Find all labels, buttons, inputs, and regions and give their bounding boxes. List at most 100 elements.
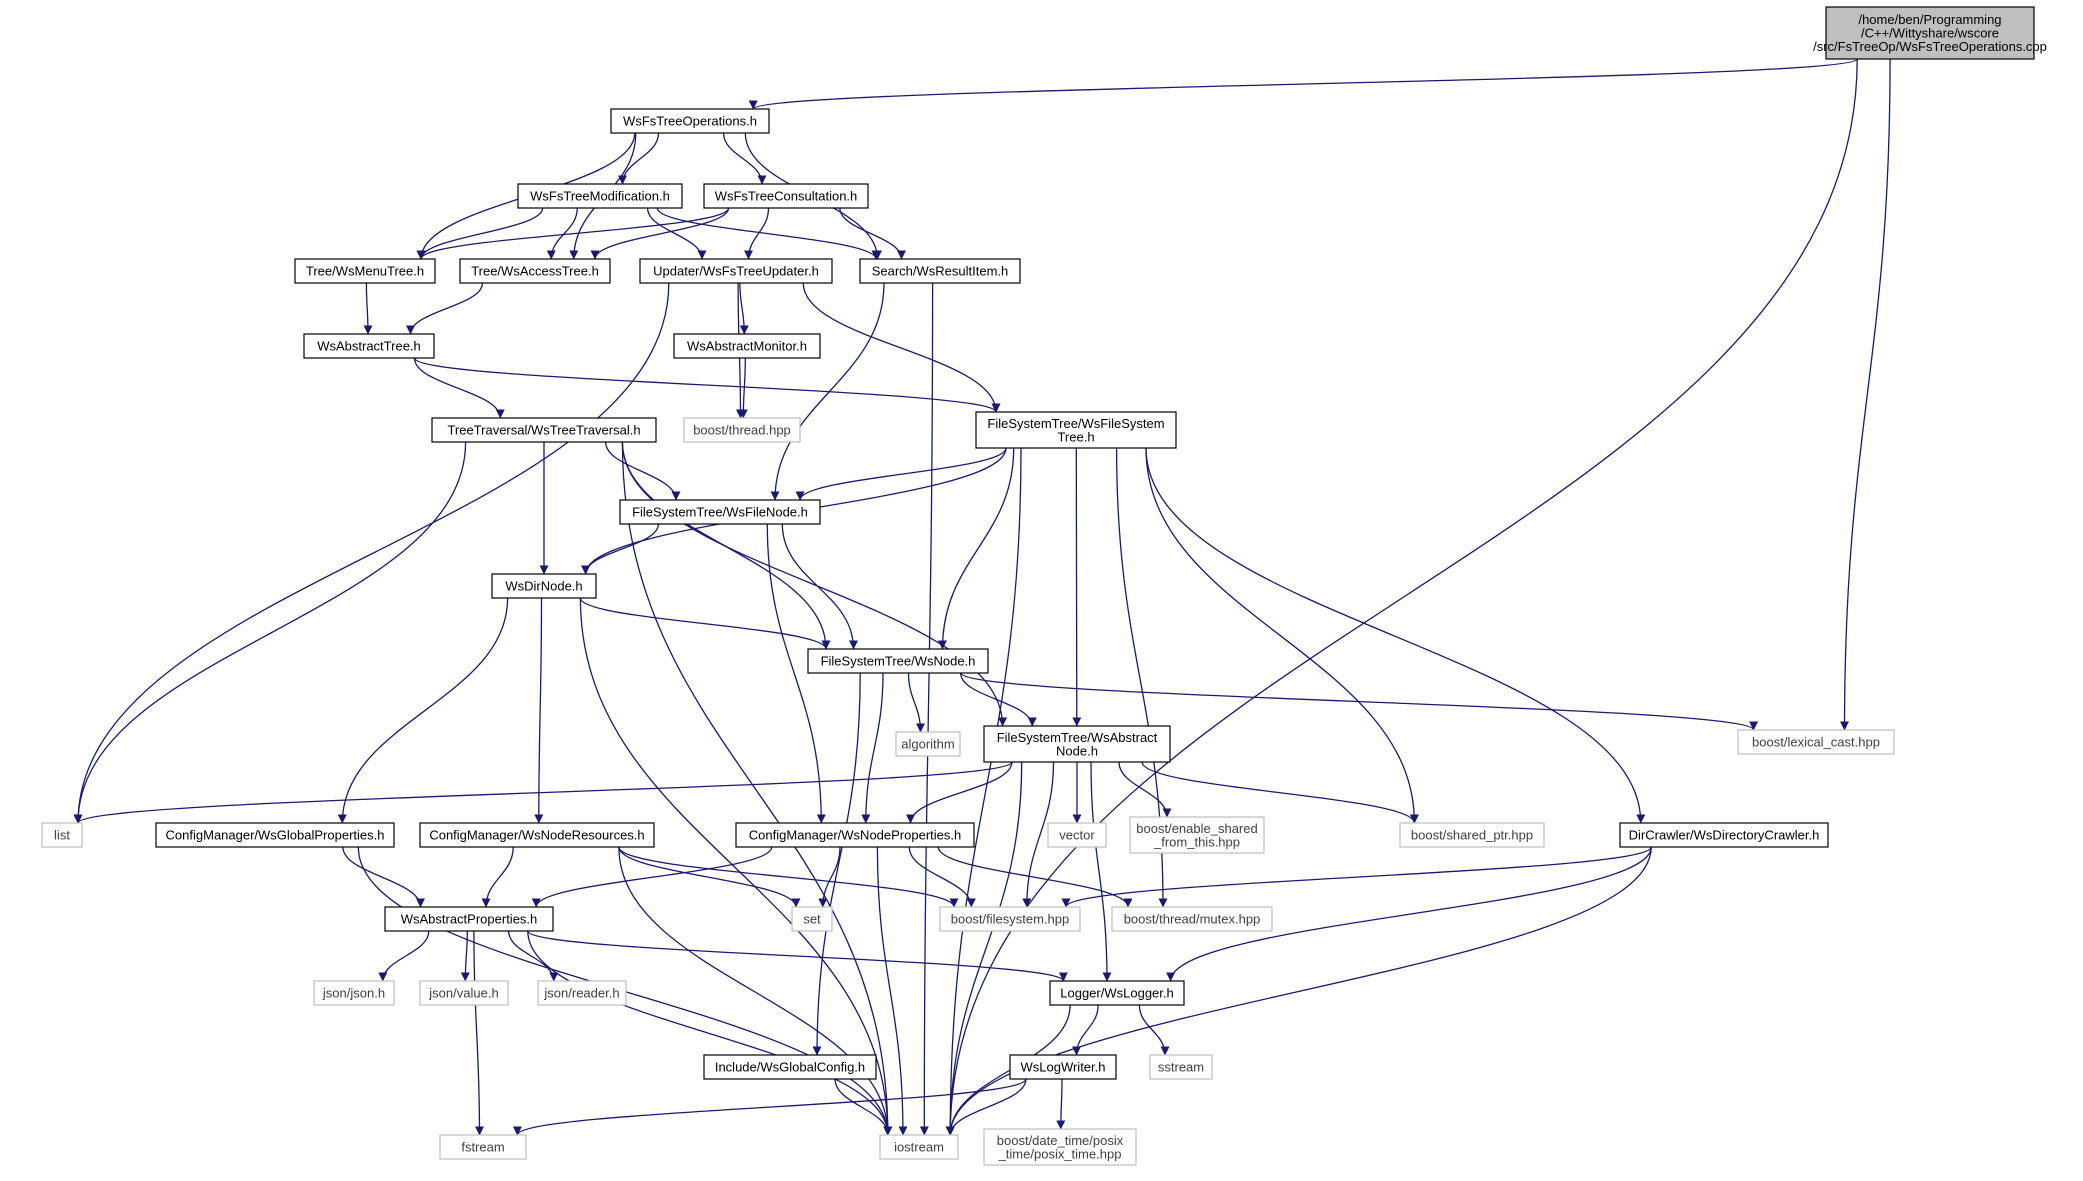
node-box [384,906,554,932]
edge-fscons-to-updater [744,207,770,260]
node-label: /src/FsTreeOp/WsFsTreeOperations.cpp [1813,39,2047,54]
edge-absnode-to-list [73,761,1013,824]
node-box [1009,1054,1117,1080]
node-globalconfig[interactable]: Include/WsGlobalConfig.h [703,1054,877,1080]
node-label: iostream [894,1140,944,1155]
node-logwriter[interactable]: WsLogWriter.h [1009,1054,1117,1080]
node-absmonitor[interactable]: WsAbstractMonitor.h [673,333,821,359]
node-label: DirCrawler/WsDirectoryCrawler.h [1629,828,1820,843]
edge-logger-to-sstream [1138,1004,1170,1056]
edge-logger-to-logwriter [1072,1004,1099,1056]
edge-nodeprops-to-bfilesystem [908,846,976,908]
node-box [439,1134,527,1160]
node-fsmod[interactable]: WsFsTreeModification.h [517,183,683,209]
edge-logwriter-to-posixtime [1056,1078,1066,1130]
node-fscons[interactable]: WsFsTreeConsultation.h [703,183,869,209]
node-sharedptr: boost/shared_ptr.hpp [1399,822,1545,848]
edge-dirnode-to-globalprops [337,597,509,824]
node-accesstree[interactable]: Tree/WsAccessTree.h [459,258,611,284]
node-absprops[interactable]: WsAbstractProperties.h [384,906,554,932]
node-box [807,648,989,674]
node-box [517,183,683,209]
edge-absprops-to-jsonjson [378,930,430,982]
node-menutree[interactable]: Tree/WsMenuTree.h [294,258,436,284]
node-filenode[interactable]: FileSystemTree/WsFileNode.h [619,499,821,525]
node-box [683,417,801,443]
node-box [703,1054,877,1080]
node-label: WsFsTreeOperations.h [623,114,757,129]
edge-absnode-to-nodeprops [906,761,1013,824]
node-box [537,980,627,1006]
node-label: TreeTraversal/WsTreeTraversal.h [447,423,640,438]
node-boostthread: boost/thread.hpp [683,417,801,443]
node-dircrawler[interactable]: DirCrawler/WsDirectoryCrawler.h [1619,822,1829,848]
node-label: json/json.h [322,986,385,1001]
node-nodeprops[interactable]: ConfigManager/WsNodeProperties.h [735,822,975,848]
edge-fsmod-to-resultitem [656,207,881,260]
edge-absprops-to-logger [527,930,1068,982]
edge-nodeprops-to-absprops [531,846,773,908]
node-box [619,499,821,525]
edge-fsmod-to-accesstree [546,207,578,260]
node-label: WsFsTreeConsultation.h [715,189,858,204]
edge-abstracttree-to-fstree [413,357,1001,413]
node-dirnode[interactable]: WsDirNode.h [491,573,597,599]
node-logger[interactable]: Logger/WsLogger.h [1049,980,1185,1006]
edges [73,58,1891,1136]
node-updater[interactable]: Updater/WsFsTreeUpdater.h [639,258,833,284]
edge-updater-to-fstree [802,282,1001,413]
node-box [975,411,1177,449]
node-label: FileSystemTree/WsFileSystem [987,416,1164,431]
edge-fscons-to-accesstree [590,207,730,260]
edge-dirnode-to-iostream [579,597,893,1136]
edge-absprops-to-jsonvalue [460,930,470,982]
edge-traversal-to-list [73,441,467,824]
node-label: Include/WsGlobalConfig.h [715,1060,865,1075]
edge-fsops-to-fscons [722,132,767,185]
node-globalprops[interactable]: ConfigManager/WsGlobalProperties.h [155,822,395,848]
edge-absprops-to-jsonreader [507,930,559,982]
edge-fstree-to-absnode [1072,447,1082,727]
edge-absprops-to-iostream [527,930,893,1136]
edge-fsmod-to-updater [646,207,707,260]
node-fsops[interactable]: WsFsTreeOperations.h [610,108,770,134]
edge-dircrawler-to-bfilesystem [1061,846,1652,908]
edge-filenode-to-dirnode [581,523,660,575]
edge-wsnode-to-globalconfig [812,672,861,1056]
node-jsonreader: json/reader.h [537,980,627,1006]
node-box [1049,980,1185,1006]
node-box [491,573,597,599]
edge-absnode-to-sharedptr [1141,761,1419,824]
node-label: WsAbstractTree.h [317,339,421,354]
node-box [459,258,611,284]
node-box [703,183,869,209]
edge-dirnode-to-noderes [534,597,544,824]
node-resultitem[interactable]: Search/WsResultItem.h [859,258,1021,284]
edge-fscons-to-menutree [416,207,730,260]
edge-menutree-to-abstracttree [363,282,373,335]
node-list: list [41,822,83,848]
edge-noderes-to-set [618,846,801,908]
node-label: WsAbstractMonitor.h [687,339,807,354]
node-fstream: fstream [439,1134,527,1160]
node-label: boost/enable_shared [1136,821,1257,836]
node-box [639,258,833,284]
node-traversal[interactable]: TreeTraversal/WsTreeTraversal.h [431,417,657,443]
edge-root-to-lexical [1840,58,1891,731]
node-box [1129,816,1265,854]
edge-globalprops-to-absprops [342,846,425,908]
node-box [859,258,1021,284]
node-box [983,725,1171,763]
node-noderes[interactable]: ConfigManager/WsNodeResources.h [419,822,655,848]
edge-fsmod-to-menutree [416,207,544,260]
node-abstracttree[interactable]: WsAbstractTree.h [303,333,435,359]
edge-abstracttree-to-traversal [413,357,505,419]
edge-dircrawler-to-logger [1166,846,1652,982]
node-set: set [791,906,833,932]
node-box [294,258,436,284]
node-wsnode[interactable]: FileSystemTree/WsNode.h [807,648,989,674]
node-box [431,417,657,443]
